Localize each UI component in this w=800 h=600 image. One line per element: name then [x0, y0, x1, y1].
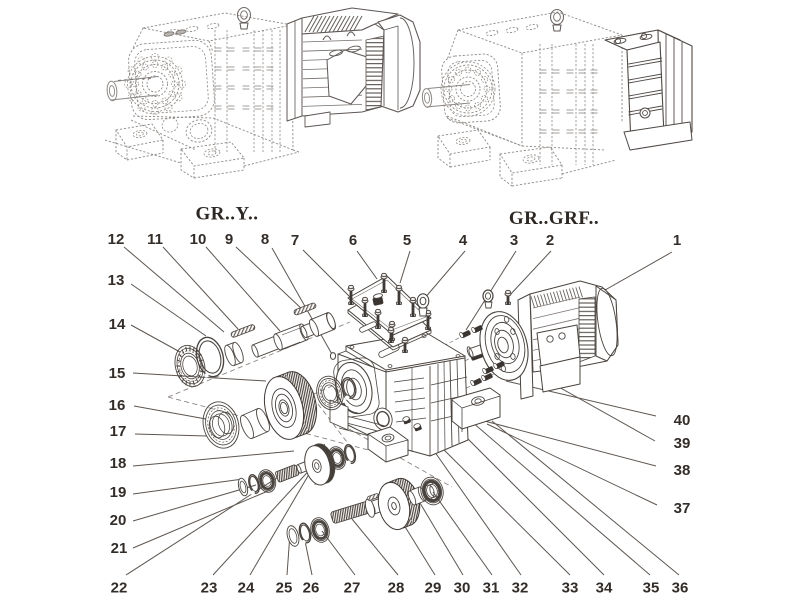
- svg-text:28: 28: [388, 580, 405, 597]
- svg-text:27: 27: [344, 580, 361, 597]
- svg-text:14: 14: [109, 316, 126, 333]
- svg-text:30: 30: [454, 580, 471, 597]
- svg-text:11: 11: [147, 231, 163, 248]
- svg-text:17: 17: [110, 423, 127, 440]
- svg-text:23: 23: [201, 580, 218, 597]
- svg-text:36: 36: [672, 580, 689, 597]
- svg-text:32: 32: [512, 580, 529, 597]
- svg-text:20: 20: [110, 512, 127, 529]
- svg-text:39: 39: [674, 435, 691, 452]
- svg-text:19: 19: [110, 484, 127, 501]
- svg-text:2: 2: [546, 232, 554, 249]
- svg-text:10: 10: [190, 231, 207, 248]
- svg-text:35: 35: [643, 580, 660, 597]
- svg-text:9: 9: [225, 231, 233, 248]
- svg-text:15: 15: [109, 365, 126, 382]
- svg-text:8: 8: [261, 231, 269, 248]
- svg-text:38: 38: [674, 462, 691, 479]
- svg-text:4: 4: [459, 232, 468, 249]
- svg-text:3: 3: [510, 232, 518, 249]
- svg-text:34: 34: [596, 580, 613, 597]
- svg-text:22: 22: [111, 580, 128, 597]
- svg-text:26: 26: [303, 580, 320, 597]
- svg-text:7: 7: [291, 232, 299, 249]
- svg-text:GR..GRF..: GR..GRF..: [509, 208, 599, 229]
- svg-text:40: 40: [674, 412, 691, 429]
- svg-text:5: 5: [403, 232, 411, 249]
- svg-text:29: 29: [425, 580, 442, 597]
- svg-text:37: 37: [674, 500, 691, 517]
- svg-text:16: 16: [109, 397, 126, 414]
- svg-text:13: 13: [108, 272, 125, 289]
- svg-text:31: 31: [483, 580, 500, 597]
- svg-text:24: 24: [238, 580, 255, 597]
- svg-text:21: 21: [111, 540, 128, 557]
- svg-text:1: 1: [673, 232, 681, 249]
- svg-text:18: 18: [110, 455, 127, 472]
- svg-text:33: 33: [562, 580, 579, 597]
- svg-text:25: 25: [276, 580, 293, 597]
- svg-text:12: 12: [108, 231, 125, 248]
- svg-text:GR..Y..: GR..Y..: [196, 204, 259, 225]
- svg-text:6: 6: [349, 232, 357, 249]
